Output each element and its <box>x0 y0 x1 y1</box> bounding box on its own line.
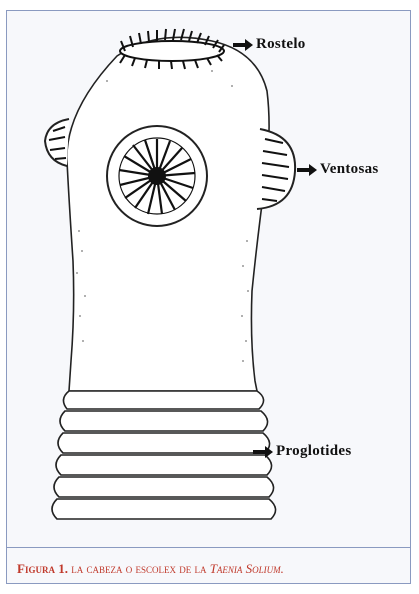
caption-prefix: Figura 1. <box>17 561 68 576</box>
caption-species: Taenia Solium. <box>210 561 284 576</box>
label-ventosas: Ventosas <box>297 161 379 178</box>
arrow-right-icon <box>233 39 253 51</box>
label-ventosas-text: Ventosas <box>320 161 379 178</box>
figure-caption: Figura 1. la cabeza o escolex de la Taen… <box>17 561 407 577</box>
label-proglotides-text: Proglotides <box>276 443 352 460</box>
caption-text: la cabeza o escolex de la <box>71 561 206 576</box>
figure-frame: Rostelo Ventosas Proglotides Figura 1. l… <box>6 10 411 584</box>
sucker-right <box>257 129 295 209</box>
caption-divider <box>7 547 410 548</box>
scolex-illustration <box>7 11 412 541</box>
arrow-right-icon <box>253 446 273 458</box>
label-proglotides: Proglotides <box>253 443 352 460</box>
sucker-left <box>45 119 69 166</box>
label-rostelo: Rostelo <box>233 36 306 53</box>
label-rostelo-text: Rostelo <box>256 36 306 53</box>
proglottid-segments <box>52 391 276 519</box>
arrow-right-icon <box>297 164 317 176</box>
sucker-front <box>107 126 207 226</box>
